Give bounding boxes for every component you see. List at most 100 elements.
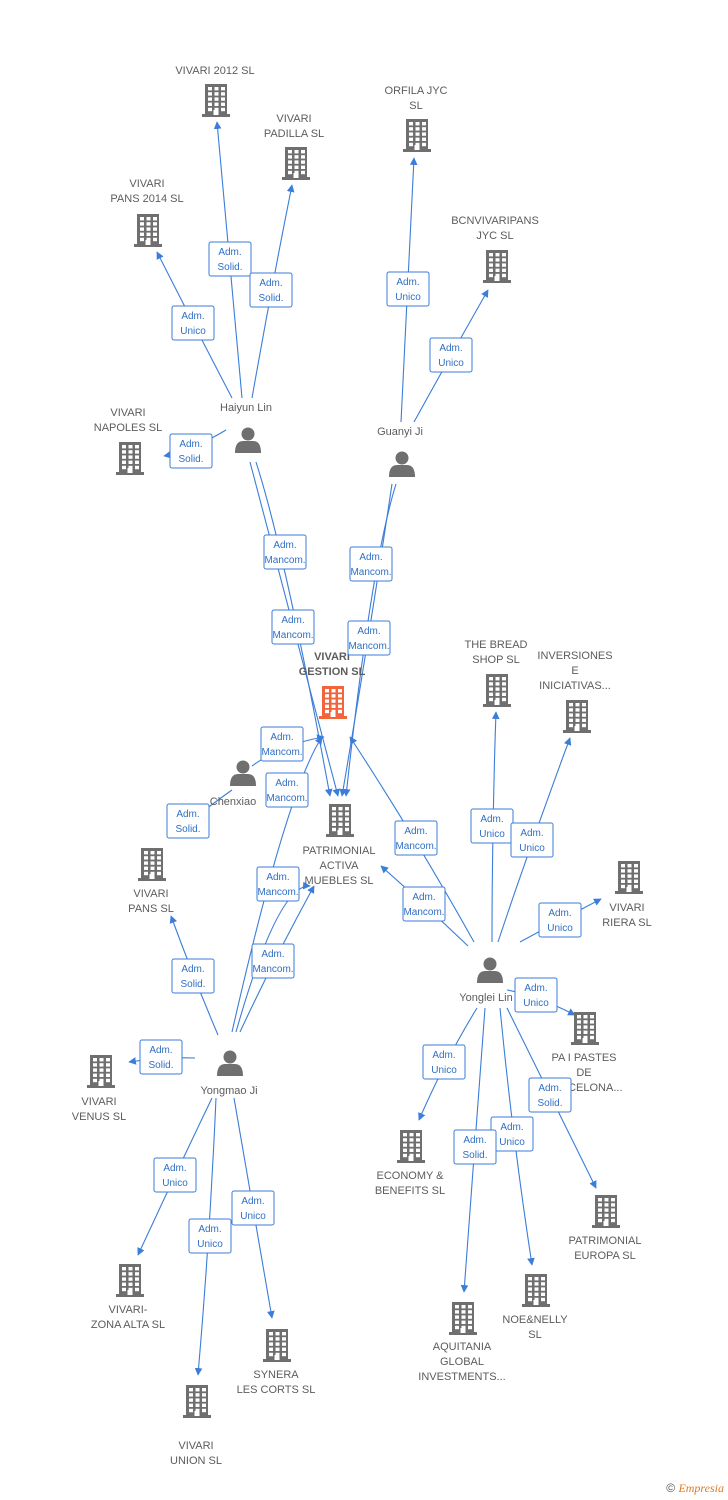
relation-label-haiyun-patrimonial[interactable]: Adm.Mancom. (263, 534, 307, 570)
building-icon (134, 214, 162, 247)
node-label: THE BREAD (465, 639, 528, 651)
node-inversiones[interactable]: INVERSIONESEINICIATIVAS... (537, 650, 613, 733)
relation-label-yongmao-patrimonial[interactable]: Adm.Mancom. (256, 866, 300, 902)
relation-label-haiyun-vivaripadilla[interactable]: Adm.Solid. (249, 272, 293, 308)
node-label: BENEFITS SL (375, 1185, 445, 1197)
relation-label-haiyun-patrimonial[interactable]: Adm.Mancom. (271, 609, 315, 645)
relation-label-yonglei-vivaririera[interactable]: Adm.Unico (538, 902, 582, 938)
node-label: VIVARI- (109, 1304, 148, 1316)
relation-role-text: Mancom. (350, 567, 391, 578)
relation-label-chenxiao-vivarigestion[interactable]: Adm.Mancom. (260, 726, 304, 762)
node-guanyi[interactable]: Guanyi Ji (377, 426, 423, 477)
relation-label-guanyi-orfila[interactable]: Adm.Unico (386, 271, 430, 307)
person-icon (477, 957, 503, 983)
node-chenxiao[interactable]: Chenxiao (210, 760, 256, 809)
relation-label-yonglei-patrimonialeuropa[interactable]: Adm.Solid. (528, 1077, 572, 1113)
node-vivari2012[interactable]: VIVARI 2012 SL (175, 65, 255, 117)
building-icon (116, 1264, 144, 1297)
relation-label-yongmao-vivarivenus[interactable]: Adm.Solid. (139, 1039, 183, 1075)
relation-role-text: Adm. (357, 626, 380, 637)
building-icon (202, 84, 230, 117)
relation-role-text: Unico (519, 843, 545, 854)
relation-role-text: Adm. (149, 1045, 172, 1056)
building-icon (483, 250, 511, 283)
relation-label-yonglei-vivarigestion[interactable]: Adm.Mancom. (394, 820, 438, 856)
node-label: ORFILA JYC (385, 85, 448, 97)
person-icon (235, 427, 261, 453)
relation-role-text: Adm. (273, 540, 296, 551)
relation-role-text: Adm. (198, 1224, 221, 1235)
node-haiyun[interactable]: Haiyun Lin (220, 402, 272, 453)
brand-logo[interactable]: Empresia (678, 1481, 724, 1495)
building-icon (563, 700, 591, 733)
relation-label-yongmao-vivarigestion[interactable]: Adm.Mancom. (265, 772, 309, 808)
node-label: VIVARI (81, 1096, 116, 1108)
relation-role-text: Adm. (181, 964, 204, 975)
node-label: SYNERA (253, 1369, 299, 1381)
relation-label-chenxiao-vivaripans[interactable]: Adm.Solid. (166, 803, 210, 839)
node-label: SL (528, 1329, 541, 1341)
building-icon (571, 1012, 599, 1045)
relation-label-yongmao-vivaripans[interactable]: Adm. Solid. (171, 958, 215, 994)
node-yonglei[interactable]: Yonglei Lin (459, 957, 513, 1005)
relation-role-text: Unico (180, 326, 206, 337)
relation-role-text: Adm. (463, 1135, 486, 1146)
relation-role-text: Adm. (181, 311, 204, 322)
node-label: Yonglei Lin (459, 992, 512, 1004)
relation-label-yonglei-thebread[interactable]: Adm.Unico (470, 808, 514, 844)
relation-role-text: Mancom. (252, 964, 293, 975)
relation-label-yongmao-vivarizona[interactable]: Adm.Unico (153, 1157, 197, 1193)
building-icon (319, 686, 347, 719)
relation-label-yongmao-vivariunion[interactable]: Adm.Unico (188, 1218, 232, 1254)
node-label: MUEBLES SL (304, 875, 373, 887)
relation-label-haiyun-vivarinapoles[interactable]: Adm.Solid. (169, 433, 213, 469)
relation-role-text: Unico (479, 829, 505, 840)
relation-label-guanyi-patrimonial[interactable]: Adm.Mancom. (347, 620, 391, 656)
relation-label-haiyun-vivari2012[interactable]: Adm.Solid. (208, 241, 252, 277)
relation-label-haiyun-vivaripans2014[interactable]: Adm. Unico (171, 305, 215, 341)
building-icon (116, 442, 144, 475)
relation-label-guanyi-bcnvivaripans[interactable]: Adm.Unico (429, 337, 473, 373)
relation-role-text: Adm. (270, 732, 293, 743)
node-label: GLOBAL (440, 1356, 484, 1368)
node-label: PA I PASTES (551, 1052, 616, 1064)
node-aquitania[interactable]: AQUITANIAGLOBALINVESTMENTS... (418, 1302, 506, 1383)
relation-label-yonglei-patrimonial[interactable]: Adm.Mancom. (402, 886, 446, 922)
relation-role-text: Adm. (404, 826, 427, 837)
node-label: ZONA ALTA SL (91, 1319, 165, 1331)
relation-label-yonglei-economy[interactable]: Adm.Unico (422, 1044, 466, 1080)
relation-label-yonglei-noenelly[interactable]: Adm.Unico (490, 1116, 534, 1152)
relation-role-text: Unico (547, 923, 573, 934)
relation-label-yongmao-synera[interactable]: Adm.Unico (231, 1190, 275, 1226)
node-yongmao[interactable]: Yongmao Ji (200, 1050, 258, 1098)
relation-label-guanyi-patrimonial[interactable]: Adm.Mancom. (349, 546, 393, 582)
relation-role-text: Solid. (180, 979, 205, 990)
relation-role-text: Solid. (537, 1098, 562, 1109)
relation-role-text: Adm. (261, 949, 284, 960)
node-vivarizona[interactable]: VIVARI- ZONA ALTA SL (91, 1264, 165, 1331)
relation-label-yonglei-papastes[interactable]: Adm.Unico (514, 977, 558, 1013)
relation-label-yonglei-inversiones[interactable]: Adm.Unico (510, 822, 554, 858)
relation-label-yongmao-patrimonial[interactable]: Adm. Mancom. (251, 943, 295, 979)
node-label: INVERSIONES (537, 650, 612, 662)
node-economy[interactable]: ECONOMY &BENEFITS SL (375, 1130, 445, 1197)
node-vivaripans2014[interactable]: VIVARIPANS 2014 SL (110, 178, 184, 247)
node-vivaripans[interactable]: VIVARIPANS SL (128, 848, 174, 915)
node-label: EUROPA SL (574, 1250, 636, 1262)
relation-label-yonglei-aquitania[interactable]: Adm.Solid. (453, 1129, 497, 1165)
relation-role-text: Mancom. (403, 907, 444, 918)
